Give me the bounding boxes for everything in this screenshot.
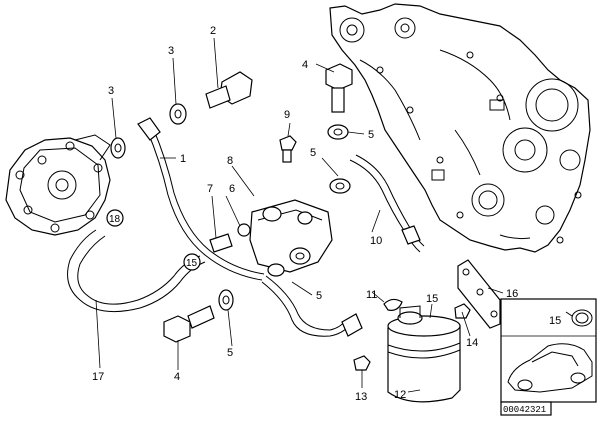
diagram-code-box xyxy=(500,401,552,416)
callout-6: 6 xyxy=(229,183,235,195)
callout-4-top: 4 xyxy=(302,59,308,71)
callout-5-bottom: 5 xyxy=(227,347,233,359)
power-steering-pump xyxy=(5,134,111,236)
callout-15-left: 15 xyxy=(186,258,198,269)
callout-18: 18 xyxy=(109,214,121,225)
callout-11: 11 xyxy=(366,289,377,301)
callout-3-left: 3 xyxy=(108,85,114,97)
callout-2: 2 xyxy=(210,25,216,37)
engine-block xyxy=(329,3,591,253)
callout-4-bottom: 4 xyxy=(174,371,180,383)
callout-13: 13 xyxy=(355,391,367,403)
callout-16: 16 xyxy=(506,288,518,300)
callout-8: 8 xyxy=(227,155,233,167)
callout-5-mid: 5 xyxy=(310,147,316,159)
callout-18-circle xyxy=(106,209,124,227)
callout-17: 17 xyxy=(92,371,104,383)
callout-1: 1 xyxy=(180,153,186,165)
fasteners xyxy=(110,63,471,371)
callout-5-lower: 5 xyxy=(316,290,322,302)
leader-lines xyxy=(95,37,504,393)
callout-10: 10 xyxy=(370,235,382,247)
callout-12: 12 xyxy=(394,389,406,401)
fluid-reservoir xyxy=(387,305,461,403)
callout-15-mid: 15 xyxy=(426,293,438,305)
inset-panel xyxy=(500,298,597,416)
callout-7: 7 xyxy=(207,183,213,195)
bracket xyxy=(383,259,501,329)
callout-15-circle-left xyxy=(183,253,201,271)
callout-3-top: 3 xyxy=(168,45,174,57)
callout-9: 9 xyxy=(284,109,290,121)
callout-15-inset: 15 xyxy=(549,315,561,327)
valve-block xyxy=(209,199,333,277)
callout-5-right-top: 5 xyxy=(368,129,374,141)
diagram-code: 00042321 xyxy=(503,405,546,415)
callouts: 2 3 3 4 5 9 5 1 8 7 6 18 10 15 5 11 15 1… xyxy=(92,25,561,415)
callout-14: 14 xyxy=(466,337,478,349)
